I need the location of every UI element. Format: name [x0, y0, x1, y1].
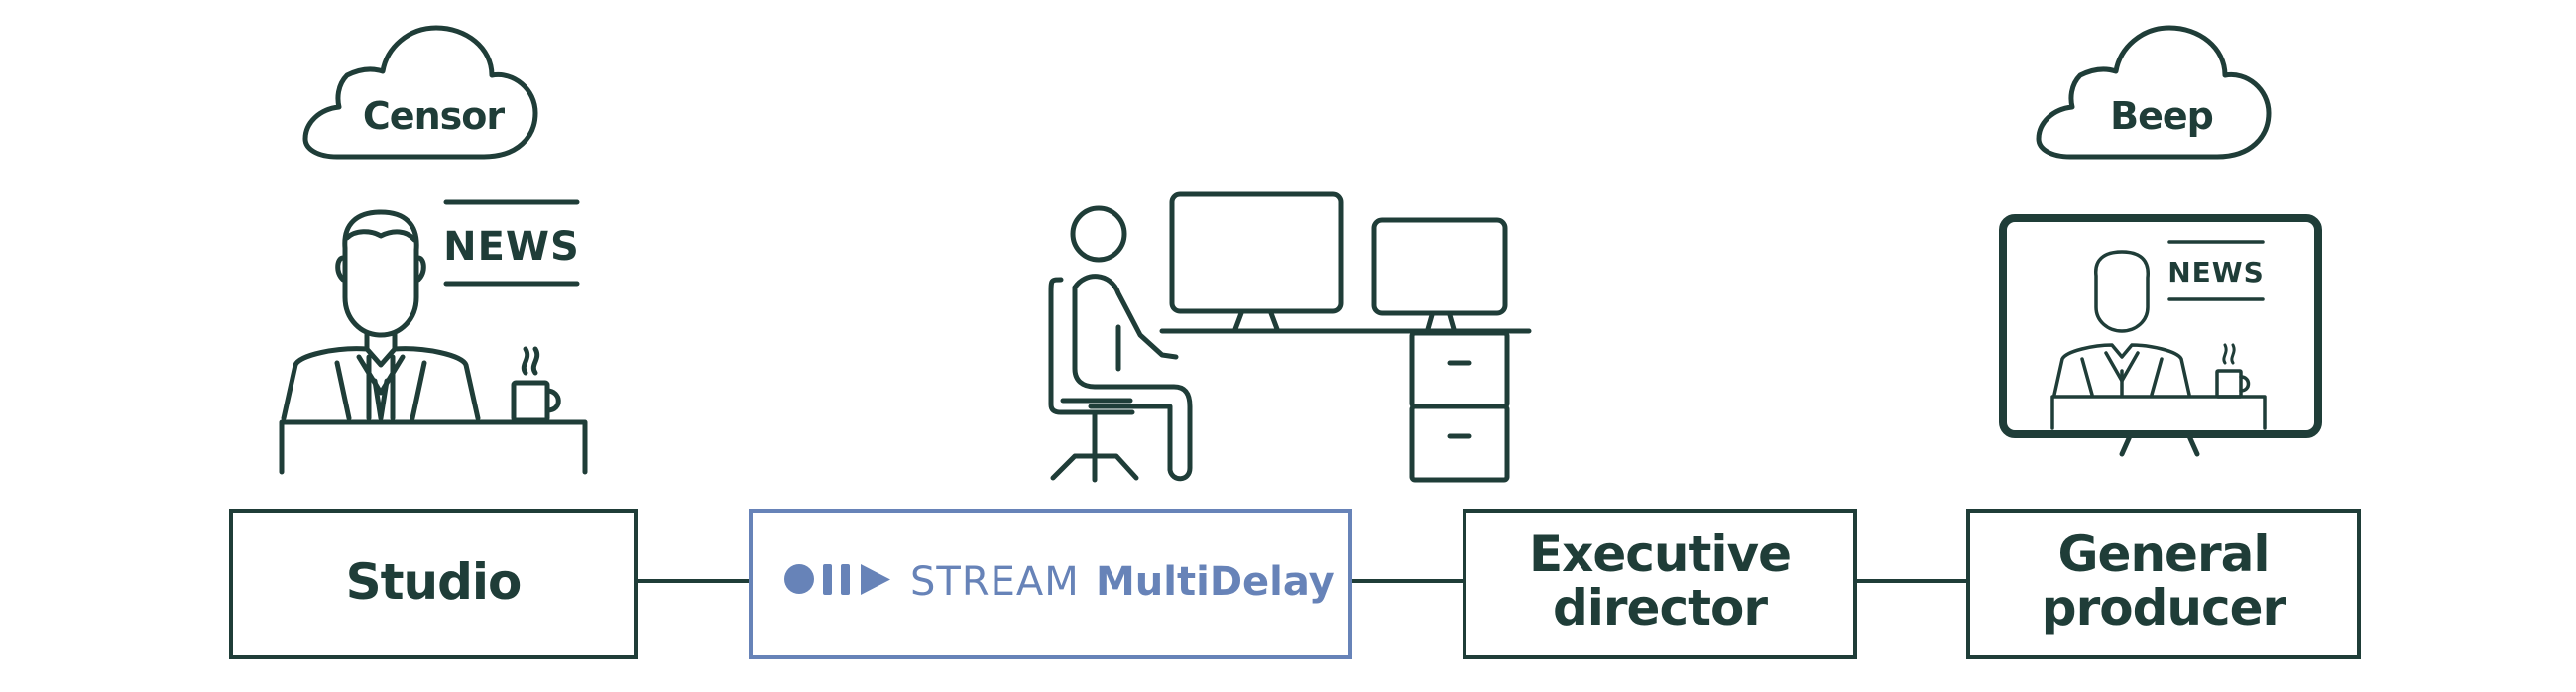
executive-director-box: Executive director [1463, 509, 1857, 659]
stream-multidelay-box: STREAM MultiDelay [749, 509, 1352, 659]
beep-cloud: Beep [2036, 25, 2272, 160]
cloud-icon [302, 25, 538, 160]
coffee-cup-icon [511, 346, 561, 423]
television-icon [1999, 214, 2322, 457]
operator-head [1070, 205, 1127, 263]
stream-brand-light: STREAM [910, 559, 1080, 605]
censor-cloud: Censor [302, 25, 538, 160]
executive-label-line1: Executive [1529, 525, 1791, 583]
news-sign: NEWS [443, 199, 580, 287]
executive-label-line2: director [1553, 579, 1768, 636]
tv-news-label: NEWS [2167, 256, 2265, 288]
general-producer-box: General producer [1966, 509, 2361, 659]
studio-label: Studio [346, 553, 522, 611]
cloud-icon [2036, 25, 2272, 160]
studio-box: Studio [229, 509, 638, 659]
stream-logo-icon [784, 564, 890, 595]
operator-workstation-icon [1048, 191, 1532, 483]
producer-label-line2: producer [2042, 579, 2287, 636]
news-anchor-icon [279, 209, 588, 475]
news-sign-label: NEWS [443, 224, 580, 270]
producer-label-line1: General [2058, 525, 2270, 583]
stream-brand-bold: MultiDelay [1096, 559, 1335, 605]
cloud-label-censor: Censor [363, 94, 505, 138]
cloud-label-beep: Beep [2110, 94, 2213, 138]
